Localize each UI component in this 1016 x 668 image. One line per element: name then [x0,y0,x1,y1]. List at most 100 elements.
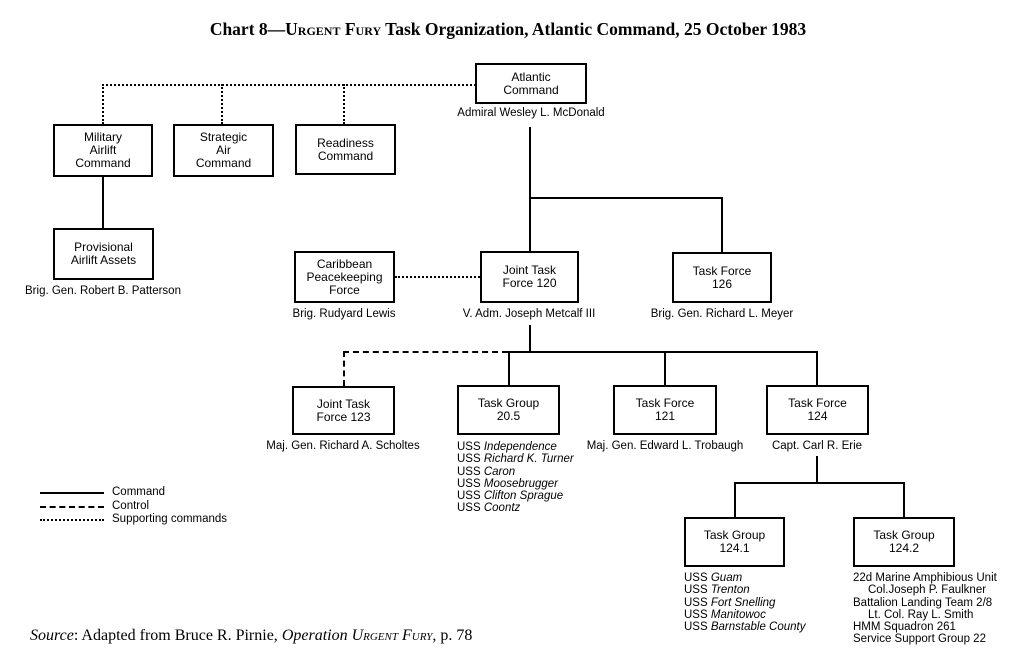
commander-paa: Brig. Gen. Robert B. Patterson [25,285,181,297]
list-item: USS Fort Snelling [684,597,805,609]
connector-jtf120-in [529,197,531,251]
legend-supporting-label: Supporting commands [112,513,228,525]
node-label: Readiness Command [317,135,374,163]
commander-atlantic: Admiral Wesley L. McDonald [457,107,605,119]
node-task-force-126: Task Force 126 [672,252,772,303]
list-item: USS Richard K. Turner [457,453,574,465]
node-task-force-121: Task Force 121 [613,385,717,435]
tg1241-ship-list: USS Guam USS Trenton USS Fort Snelling U… [684,572,805,633]
source-page: , p. 78 [432,627,473,644]
node-label: Joint Task Force 120 [502,263,557,290]
legend-supporting-line [40,519,104,521]
node-label: Task Group 124.1 [703,528,766,555]
list-item: HMM Squadron 261 [853,621,956,634]
node-label: Task Group 20.5 [477,396,540,423]
list-item: USS Caron [457,466,574,478]
list-item: USS Clifton Sprague [457,490,574,502]
node-label: Task Group 124.2 [873,528,935,555]
node-provisional-airlift-assets: Provisional Airlift Assets [53,228,154,280]
connector-control-jtf123-drop [343,351,345,386]
commander-tf121: Maj. Gen. Edward L. Trobaugh [586,440,744,452]
node-label: Atlantic Command [503,69,559,97]
commander-tf126: Brig. Gen. Richard L. Meyer [650,308,794,320]
connector-jtf120-branch [508,351,818,353]
ship-name: Trenton [710,584,750,597]
connector-mac-paa [102,177,104,228]
list-item: USS Trenton [684,584,805,596]
ship-prefix: USS [457,441,481,453]
commander-jtf120: V. Adm. Joseph Metcalf III [462,308,596,320]
ship-prefix: USS [457,490,481,503]
legend-command-line [40,492,104,494]
commander-tf124: Capt. Carl R. Erie [771,440,863,452]
list-item: 22d Marine Amphibious Unit [853,572,997,584]
node-label: Joint Task Force 123 [316,396,371,424]
node-strategic-air-command: Strategic Air Command [173,124,274,177]
chart-title-suffix: Task Organization, Atlantic Command, 25 … [381,19,807,39]
list-item: Service Support Group 22 [853,633,986,646]
ship-prefix: USS [684,596,708,609]
connector-atlantic-down [529,127,531,199]
list-item: Lt. Col. Ray L. Smith [868,608,974,621]
commander-jtf123: Maj. Gen. Richard A. Scholtes [266,440,420,452]
node-task-group-124-2: Task Group 124.2 [853,517,955,567]
node-joint-task-force-120: Joint Task Force 120 [480,251,579,303]
node-task-group-124-1: Task Group 124.1 [684,517,785,567]
node-label: Task Force 124 [788,396,847,423]
ship-prefix: USS [684,572,708,584]
node-label: Provisional Airlift Assets [70,240,137,267]
chart-title-prefix: Chart 8— [209,19,286,39]
ship-prefix: USS [457,502,481,515]
list-item: USS Guam [684,572,805,584]
node-task-force-124: Task Force 124 [766,385,869,435]
connector-supporting-cpf-jtf120 [395,276,480,278]
connector-supporting-top-horizontal [102,84,476,86]
tg1242-unit-list: 22d Marine Amphibious Unit Col.Joseph P.… [853,572,997,646]
ship-prefix: USS [457,477,481,490]
source-operation-name: Urgent Fury [351,627,433,644]
connector-jtf120-out [529,325,531,353]
source-citation: Source: Adapted from Bruce R. Pirnie, Op… [30,627,472,645]
connector-supporting-readiness-drop [343,84,345,124]
list-item: USS Barnstable County [684,621,805,633]
ship-prefix: USS [684,608,708,621]
connector-tf124-in [816,351,818,385]
list-item: USS Independence [457,441,574,453]
source-operation-word: Operation [281,627,352,644]
ship-name: Coontz [483,502,521,515]
source-word: Source [30,627,74,644]
node-caribbean-peacekeeping-force: Caribbean Peacekeeping Force [294,251,395,303]
commander-cpf: Brig. Rudyard Lewis [292,308,396,320]
ship-name: Caron [483,465,516,478]
node-label: Caribbean Peacekeeping Force [306,256,383,297]
node-task-group-20-5: Task Group 20.5 [457,385,560,435]
ship-name: Moosebrugger [483,477,559,490]
connector-tf126-in [721,197,723,252]
ship-prefix: USS [457,453,481,466]
ship-name: Richard K. Turner [483,453,574,466]
legend-control-line [40,506,104,508]
legend-command-label: Command [112,486,166,498]
ship-name: Manitowoc [710,608,766,621]
connector-tf124-branch [734,482,904,484]
legend-control-label: Control [112,500,150,512]
node-readiness-command: Readiness Command [295,124,396,175]
ship-name: Guam [710,572,743,584]
connector-tg1241-in [734,482,736,517]
list-item: Col.Joseph P. Faulkner [868,584,987,597]
source-text: : Adapted from Bruce R. Pirnie, [73,627,282,644]
node-label: Military Airlift Command [75,130,131,170]
connector-supporting-mac-drop [102,84,104,124]
ship-name: Barnstable County [710,621,806,634]
chart-title-operation-name: Urgent Fury [285,19,382,39]
connector-tg1242-in [903,482,905,517]
connector-tf124-out [816,456,818,484]
list-item: USS Manitowoc [684,609,805,621]
ship-prefix: USS [457,465,481,478]
list-item: USS Coontz [457,502,574,514]
connector-tg205-in [508,351,510,385]
node-label: Task Force 121 [635,396,695,423]
connector-supporting-sac-drop [221,84,223,124]
tg205-ship-list: USS Independence USS Richard K. Turner U… [457,441,574,515]
